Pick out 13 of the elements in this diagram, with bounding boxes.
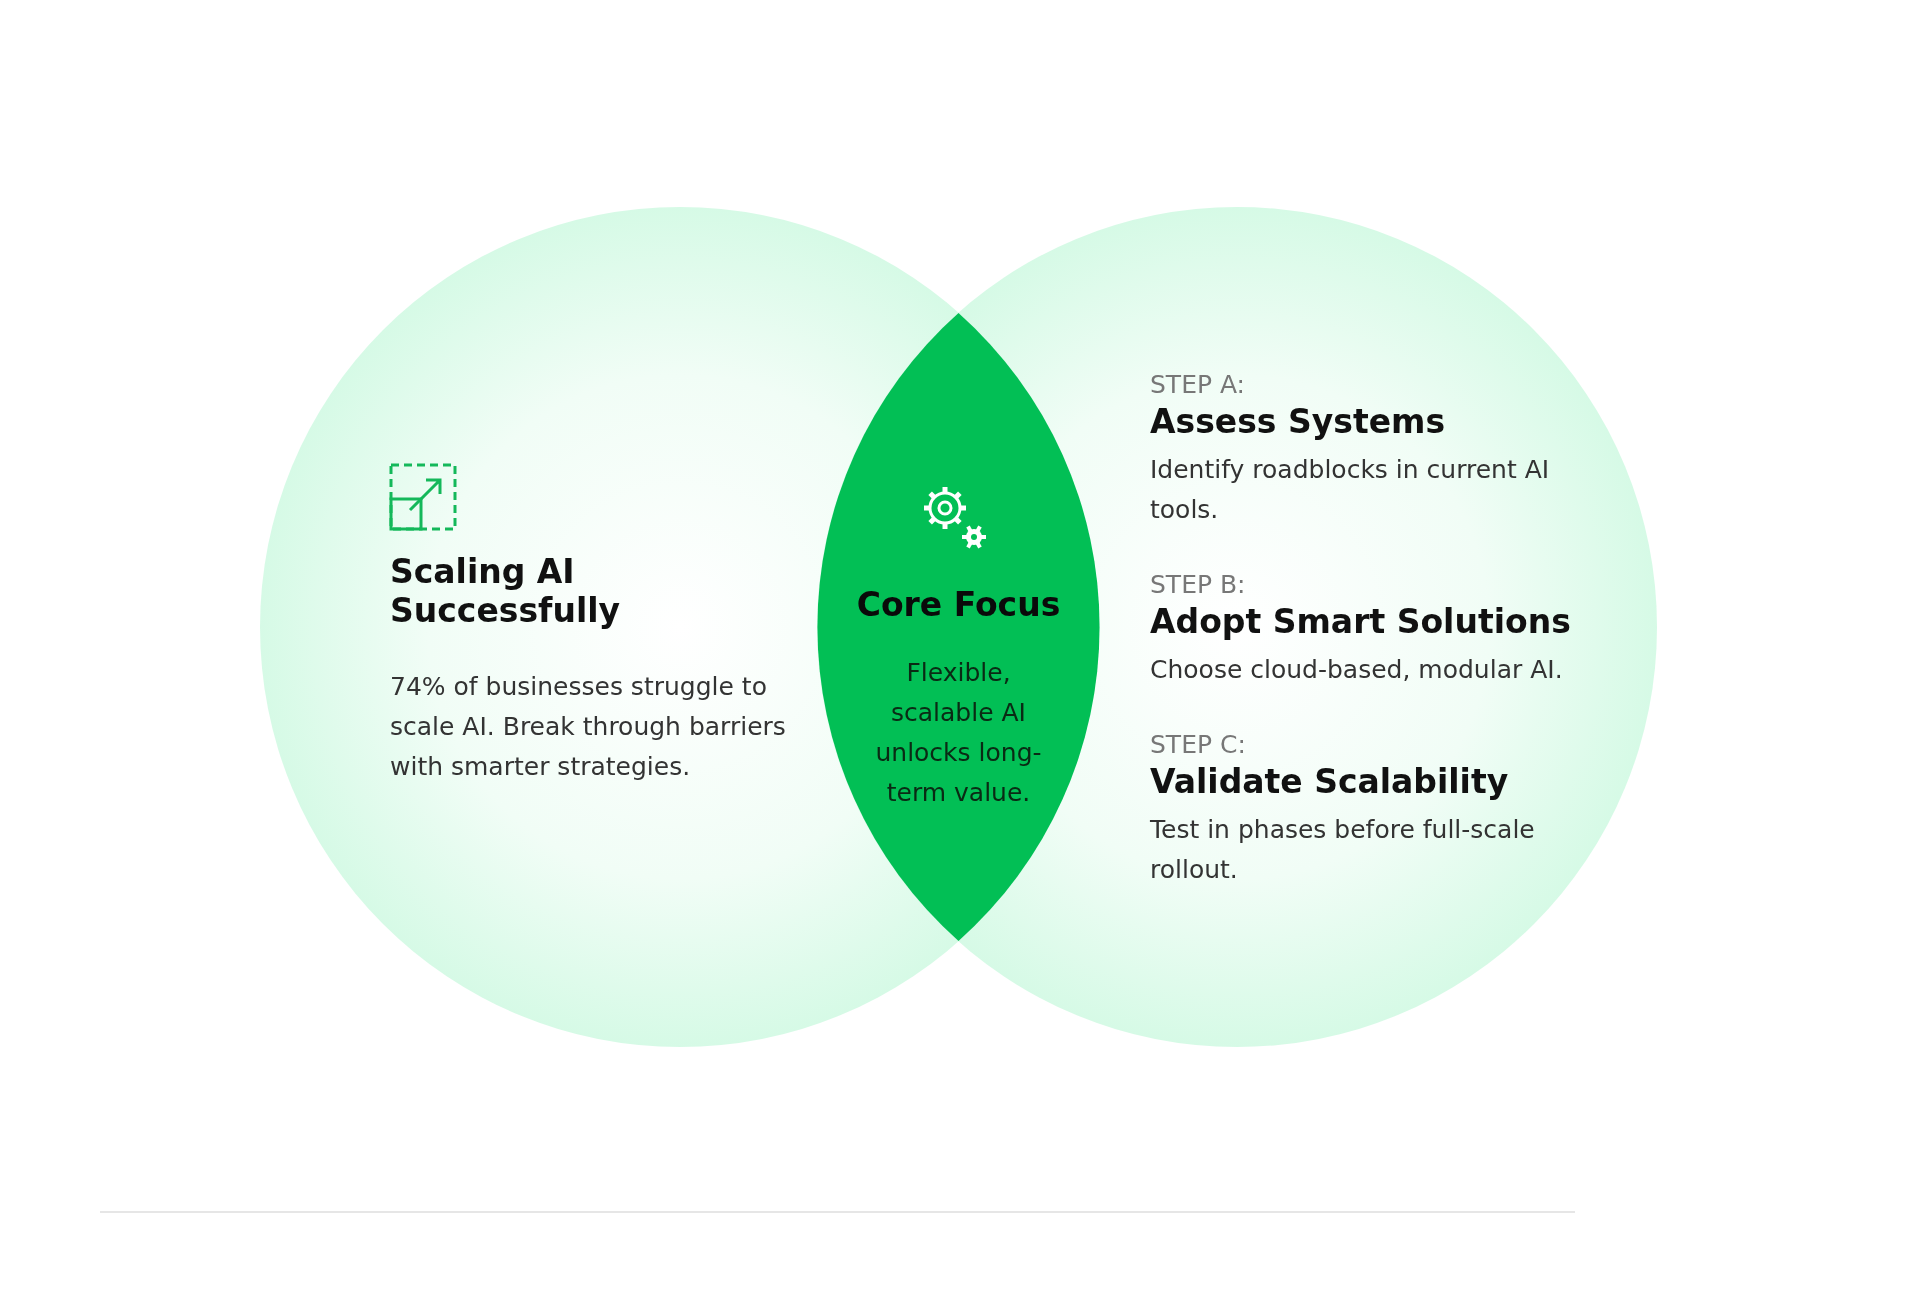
step-label: STEP A: [1150,370,1247,399]
heading: Assess Systems [1150,402,1447,441]
description-text: Identify roadblocks in current AI tools. [1150,454,1551,526]
heading: Scaling AI Successfully [390,552,622,630]
heading: Validate Scalability [1150,762,1510,801]
description-text: Choose cloud-based, modular AI. [1150,654,1564,686]
description-text: Flexible, scalable AI unlocks long-term value. [874,657,1043,809]
heading: Adopt Smart Solutions [1150,602,1572,641]
description-text: Test in phases before full-scale rollout. [1150,814,1536,886]
step-label: STEP C: [1150,730,1247,759]
step-label: STEP B: [1150,570,1247,599]
description-text: 74% of businesses struggle to scale AI. Break through barriers with smarter strategies. [390,671,787,783]
heading: Core Focus [855,585,1062,624]
